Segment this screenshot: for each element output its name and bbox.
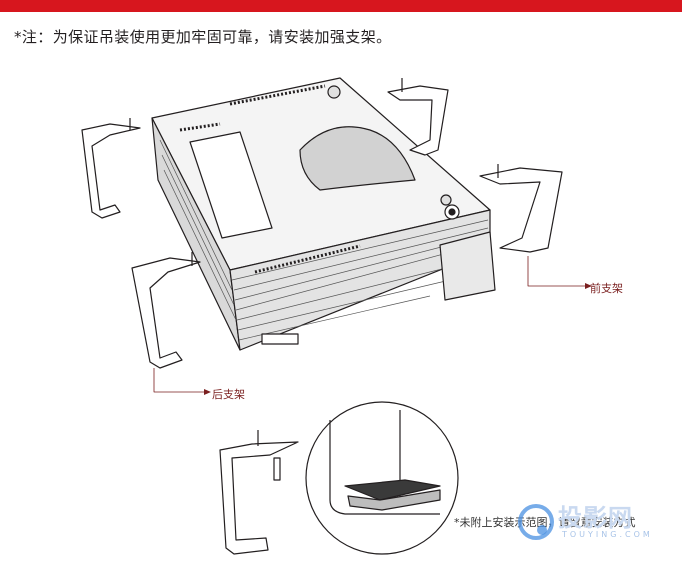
front-bracket-top: [387, 85, 449, 156]
device-dome: [299, 126, 416, 191]
rear-bracket-label: 后支架: [212, 388, 245, 401]
detail-caption: *未附上安装示范图，请留意安装方式: [454, 516, 636, 529]
header-accent-bar: [0, 0, 682, 12]
watermark-sub: TOUYING.COM: [562, 530, 653, 539]
rear-bracket-top: [81, 123, 141, 219]
rear-bracket-bottom: [131, 257, 201, 369]
device-panel: [189, 131, 273, 239]
detail-bracket: [219, 441, 299, 555]
watermark: 投影网 TOUYING.COM: [512, 496, 672, 554]
watermark-logo-icon: [518, 504, 554, 540]
installation-note: *注：为保证吊装使用更加牢固可靠，请安装加强支架。: [14, 28, 392, 46]
front-bracket-label: 前支架: [590, 282, 623, 295]
watermark-brand: 投影网: [558, 504, 633, 532]
detail-magnifier: [305, 401, 459, 555]
front-bracket-right: [479, 167, 563, 253]
